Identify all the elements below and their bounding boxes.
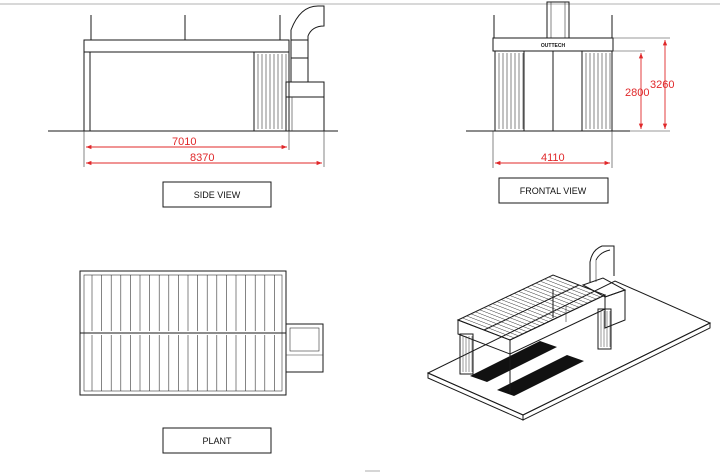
frontal-view-label-box: [498, 177, 609, 204]
side-view-label-box: [162, 181, 272, 208]
dim-side-total: 8370: [190, 152, 214, 164]
dim-front-width: 4110: [541, 152, 565, 164]
frontal-view: OUTTECH 4110 2800 3260 FRONTAL VIEW: [466, 1, 674, 204]
isometric-view: [426, 245, 712, 421]
side-fan-hood: [285, 81, 325, 98]
plant-label: PLANT: [202, 436, 232, 446]
front-exhaust-stack: [546, 1, 570, 39]
plant-roof-slats: [91, 275, 275, 391]
front-louver-right: [585, 53, 611, 129]
side-view: 7010 8370 SIDE VIEW: [48, 5, 338, 208]
plant-fan-box: [285, 323, 324, 373]
dim-front-height-total: 3260: [650, 79, 674, 91]
side-fan-box: [285, 96, 325, 132]
iso-floor-grille-2: [497, 355, 584, 396]
dim-front-height-inner: 2800: [625, 87, 649, 99]
iso-ground-slab: [426, 280, 712, 416]
side-exhaust-duct: [290, 5, 325, 82]
iso-floor-grille-1: [470, 341, 557, 382]
dim-side-inner: 7010: [172, 136, 196, 148]
side-view-label: SIDE VIEW: [194, 190, 241, 200]
iso-roof-side-edge: [509, 294, 606, 355]
side-louver-panel: [253, 51, 290, 132]
side-body: [83, 51, 255, 132]
plant-label-box: [162, 427, 272, 454]
iso-exhaust-duct: [589, 245, 615, 282]
frontal-view-label: FRONTAL VIEW: [520, 186, 587, 196]
side-louver-lines: [257, 54, 287, 129]
iso-front-left-louver: [459, 333, 474, 375]
front-louver-left: [498, 53, 524, 129]
front-brand-logo: OUTTECH: [541, 43, 566, 49]
side-roof: [83, 39, 290, 53]
plant-view: PLANT: [79, 270, 324, 454]
